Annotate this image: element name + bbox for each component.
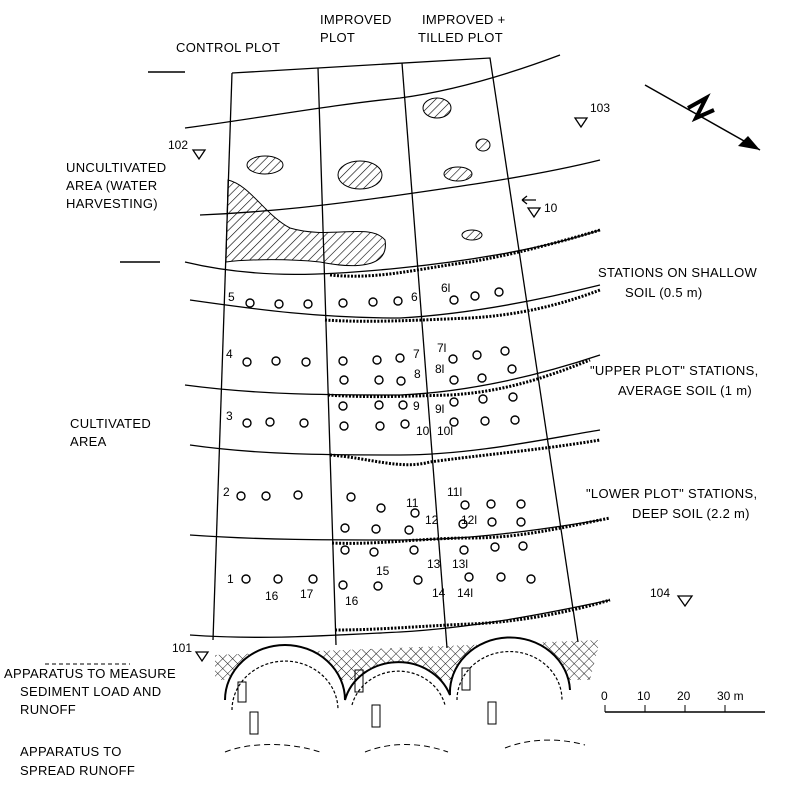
station-label: 13l <box>452 557 468 571</box>
scale-label: 10 <box>637 689 651 703</box>
label-shallow-1: STATIONS ON SHALLOW <box>598 265 758 280</box>
station-label: 8l <box>435 362 444 376</box>
label-uncultivated-1: UNCULTIVATED <box>66 160 166 175</box>
scale-bar: 0 10 20 30 m <box>601 689 765 713</box>
scale-label: 30 m <box>717 689 744 703</box>
plot-boundaries <box>212 57 579 649</box>
label-cultivated-1: CULTIVATED <box>70 416 151 431</box>
station-label: 11l <box>447 485 462 499</box>
station-label: 2 <box>223 485 230 499</box>
station-label: 6l <box>441 281 450 295</box>
station-label: 9 <box>413 399 420 413</box>
north-arrow-icon <box>644 84 761 151</box>
runoff-apparatus <box>215 636 600 753</box>
station-label: 7l <box>437 341 446 355</box>
station-label: 16 <box>345 594 359 608</box>
label-tilled-plot-1: IMPROVED + <box>422 12 506 27</box>
station-label: 13 <box>427 557 441 571</box>
label-tilled-plot-2: TILLED PLOT <box>418 30 503 45</box>
station-label: 16 <box>265 589 279 603</box>
station-label: 5 <box>228 290 235 304</box>
label-improved-plot-2: PLOT <box>320 30 355 45</box>
station-label: 15 <box>376 564 390 578</box>
station-label: 10l <box>437 424 453 438</box>
label-cultivated-2: AREA <box>70 434 107 449</box>
label-apparatus-measure-1: APPARATUS TO MEASURE <box>4 666 176 681</box>
label-lower-1: "LOWER PLOT" STATIONS, <box>586 486 757 501</box>
station-label: 7 <box>413 347 420 361</box>
benchmark-markers <box>191 117 694 663</box>
label-uncultivated-3: HARVESTING) <box>66 196 158 211</box>
label-apparatus-measure-3: RUNOFF <box>20 702 76 717</box>
benchmark-102: 102 <box>168 138 188 152</box>
station-label: 10 <box>416 424 430 438</box>
label-apparatus-measure-2: SEDIMENT LOAD AND <box>20 684 161 699</box>
label-upper-2: AVERAGE SOIL (1 m) <box>618 383 752 398</box>
station-label: 11 <box>406 496 419 510</box>
benchmark-10: 10 <box>544 201 558 215</box>
benchmark-101: 101 <box>172 641 192 655</box>
station-label: 3 <box>226 409 233 423</box>
label-apparatus-spread-2: SPREAD RUNOFF <box>20 763 135 778</box>
station-label: 1 <box>227 572 234 586</box>
station-markers <box>236 287 536 591</box>
contour-lines <box>184 54 611 638</box>
station-label: 8 <box>414 367 421 381</box>
scale-label: 20 <box>677 689 691 703</box>
station-label: 12 <box>425 513 439 527</box>
benchmark-104: 104 <box>650 586 670 600</box>
label-control-plot: CONTROL PLOT <box>176 40 280 55</box>
label-lower-2: DEEP SOIL (2.2 m) <box>632 506 750 521</box>
station-label: 4 <box>226 347 233 361</box>
station-labels: 5 6 6l 4 7 7l 8 8l 9 9l 3 10 10l 2 11 11… <box>223 281 477 608</box>
terrace-banks <box>324 228 611 632</box>
station-label: 17 <box>300 587 314 601</box>
label-improved-plot-1: IMPROVED <box>320 12 392 27</box>
label-shallow-2: SOIL (0.5 m) <box>625 285 703 300</box>
station-label: 14l <box>457 586 473 600</box>
label-uncultivated-2: AREA (WATER <box>66 178 157 193</box>
scale-label: 0 <box>601 689 608 703</box>
station-label: 12l <box>461 513 477 527</box>
label-apparatus-spread-1: APPARATUS TO <box>20 744 122 759</box>
benchmark-103: 103 <box>590 101 610 115</box>
label-upper-1: "UPPER PLOT" STATIONS, <box>590 363 758 378</box>
uncultivated-patches <box>225 97 491 267</box>
station-label: 6 <box>411 290 418 304</box>
station-label: 14 <box>432 586 446 600</box>
station-label: 9l <box>435 402 444 416</box>
